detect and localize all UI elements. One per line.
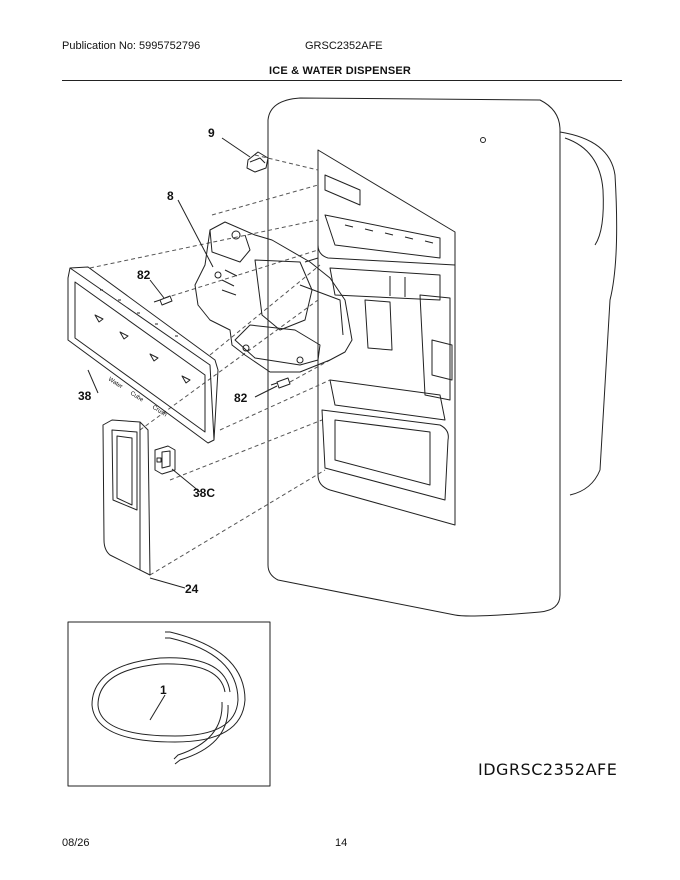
callout-38: 38 [78,389,92,403]
callout-9: 9 [208,126,215,140]
part-24-filler-panel[interactable] [102,419,151,576]
panel-label-cube: Cube [129,391,145,404]
model-number: GRSC2352AFE [305,40,383,52]
explosion-guides [89,154,331,576]
part-9-actuator[interactable] [246,151,269,173]
callout-leaders [87,137,278,721]
callout-82-top: 82 [137,268,151,282]
diagram-identifier: IDGRSC2352AFE [478,760,618,779]
callout-38c: 38C [193,486,215,500]
callout-8: 8 [167,189,174,203]
freezer-door-drawing [267,97,618,617]
publication-number: Publication No: 5995752796 [62,40,201,52]
part-82-screw-bottom[interactable] [270,377,291,389]
part-8-dispenser-housing[interactable] [194,221,353,373]
part-82-screw-top[interactable] [153,295,173,306]
callout-82-bottom: 82 [234,391,248,405]
callout-24: 24 [185,582,199,596]
part-38c-switch[interactable] [154,445,176,475]
page-number: 14 [335,837,348,849]
header-rule [62,80,622,81]
part-38-control-panel[interactable] [67,266,219,444]
part-1-water-tubing[interactable] [91,631,246,765]
callout-1: 1 [160,683,167,697]
section-title: ICE & WATER DISPENSER [268,65,412,77]
footer-date: 08/26 [62,837,90,849]
inset-tubing-box [67,621,271,787]
